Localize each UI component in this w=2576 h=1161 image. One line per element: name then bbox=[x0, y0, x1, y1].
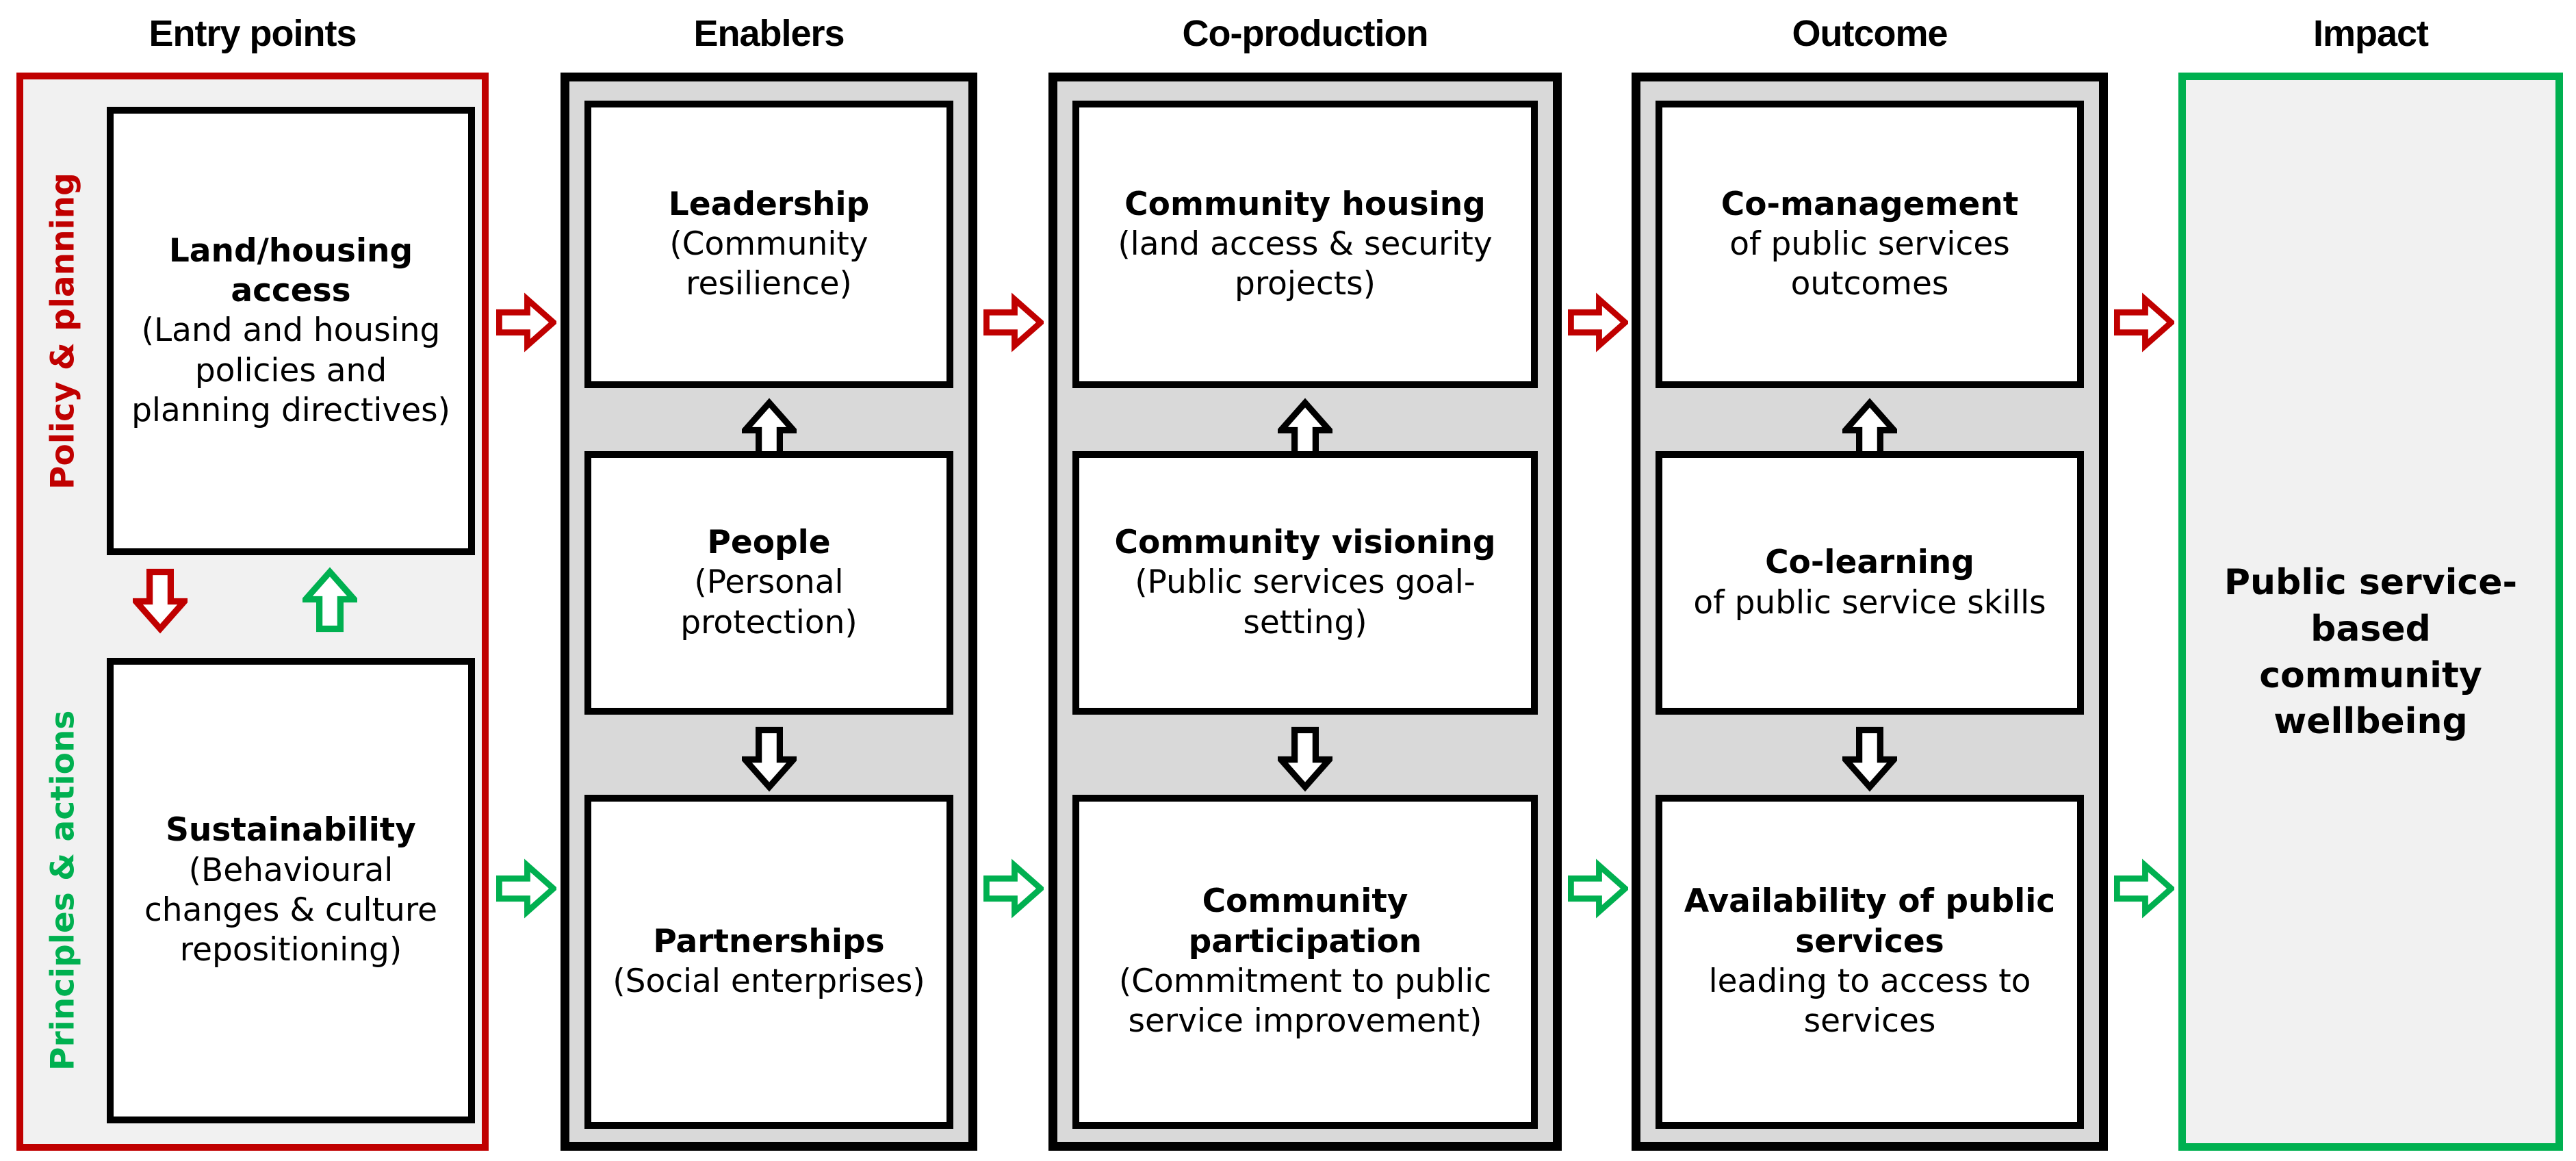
arrow-down-icon bbox=[741, 725, 797, 792]
column-header-outcome: Outcome bbox=[1792, 13, 1948, 54]
arrow-down-icon bbox=[1842, 725, 1897, 792]
box-community-participation: Community participation (Commitment to p… bbox=[1072, 795, 1538, 1129]
box-co-learning: Co-learning of public service skills bbox=[1656, 451, 2084, 715]
box-partnerships: Partnerships (Social enterprises) bbox=[584, 795, 953, 1129]
box-title: Co-management bbox=[1721, 185, 2019, 223]
box-detail: (Commitment to public service improvemen… bbox=[1118, 962, 1492, 1041]
arrow-down-icon bbox=[133, 567, 188, 634]
box-title: Land/housing access bbox=[168, 231, 413, 310]
impact-text: Public service-based community wellbeing bbox=[2224, 562, 2518, 743]
box-title: Community housing bbox=[1124, 185, 1486, 223]
column-header-coproduction: Co-production bbox=[1182, 13, 1429, 54]
box-people: People (Personal protection) bbox=[584, 451, 953, 715]
box-detail: (Behavioural changes & culture repositio… bbox=[144, 851, 438, 969]
box-title: People bbox=[707, 524, 831, 562]
column-header-entry-points: Entry points bbox=[149, 13, 357, 54]
arrow-right-icon bbox=[1568, 856, 1628, 921]
box-title: Sustainability bbox=[166, 811, 416, 850]
arrow-right-icon bbox=[496, 856, 556, 921]
arrow-right-icon bbox=[1568, 290, 1628, 355]
box-detail: (land access & security projects) bbox=[1118, 225, 1493, 303]
box-title: Community participation bbox=[1188, 882, 1422, 960]
side-label-principles-actions: Principles & actions bbox=[44, 710, 82, 1071]
box-detail: (Land and housing policies and planning … bbox=[131, 311, 450, 429]
arrow-right-icon bbox=[496, 290, 556, 355]
box-co-management: Co-management of public services outcome… bbox=[1656, 101, 2084, 388]
impact-panel: Public service-based community wellbeing bbox=[2178, 73, 2563, 1151]
box-detail: of public service skills bbox=[1693, 583, 2046, 622]
side-label-policy-planning: Policy & planning bbox=[44, 173, 82, 489]
box-community-housing: Community housing (land access & securit… bbox=[1072, 101, 1538, 388]
box-detail: leading to access to services bbox=[1708, 962, 2031, 1041]
box-title: Community visioning bbox=[1114, 524, 1496, 562]
arrow-up-icon bbox=[302, 567, 357, 634]
column-header-impact: Impact bbox=[2313, 13, 2429, 54]
box-title: Partnerships bbox=[653, 922, 885, 960]
entry-points-panel: Policy & planning Principles & actions L… bbox=[16, 73, 489, 1151]
box-availability-public-services: Availability of public services leading … bbox=[1656, 795, 2084, 1129]
arrow-right-icon bbox=[983, 856, 1044, 921]
box-leadership: Leadership (Community resilience) bbox=[584, 101, 953, 388]
box-sustainability: Sustainability (Behavioural changes & cu… bbox=[107, 658, 475, 1123]
box-detail: (Social enterprises) bbox=[613, 962, 925, 1000]
box-title: Leadership bbox=[668, 185, 870, 223]
box-detail: (Public services goal-setting) bbox=[1135, 563, 1476, 641]
arrow-right-icon bbox=[2114, 290, 2174, 355]
box-detail: (Community resilience) bbox=[669, 225, 868, 303]
box-detail: of public services outcomes bbox=[1729, 225, 2010, 303]
arrow-right-icon bbox=[983, 290, 1044, 355]
coproduction-panel: Community housing (land access & securit… bbox=[1048, 73, 1562, 1151]
outcome-panel: Co-management of public services outcome… bbox=[1632, 73, 2108, 1151]
column-header-enablers: Enablers bbox=[693, 13, 845, 54]
box-community-visioning: Community visioning (Public services goa… bbox=[1072, 451, 1538, 715]
arrow-right-icon bbox=[2114, 856, 2174, 921]
enablers-panel: Leadership (Community resilience) People… bbox=[561, 73, 977, 1151]
box-land-housing-access: Land/housing access (Land and housing po… bbox=[107, 107, 475, 555]
arrow-down-icon bbox=[1278, 725, 1332, 792]
box-detail: (Personal protection) bbox=[680, 563, 858, 641]
box-title: Co-learning bbox=[1765, 544, 1974, 582]
box-title: Availability of public services bbox=[1684, 882, 2056, 960]
